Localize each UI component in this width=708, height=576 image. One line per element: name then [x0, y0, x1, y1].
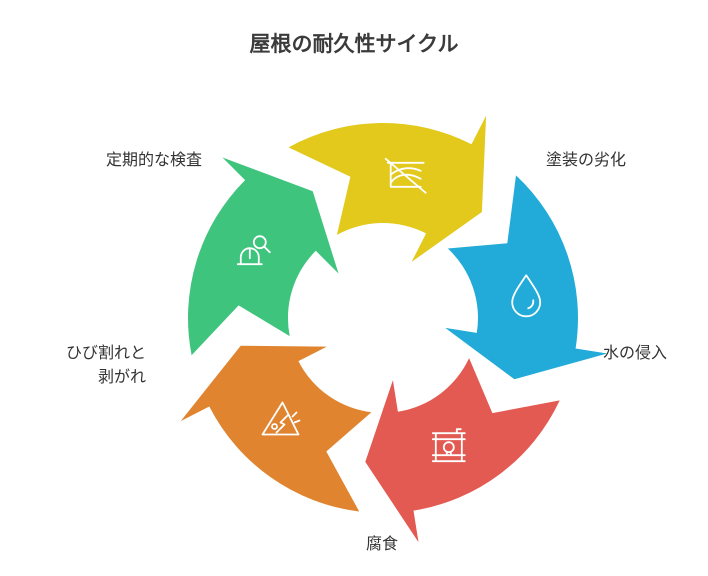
stage-label-cracking-line1: ひび割れと — [66, 343, 147, 362]
diagram-title: 屋根の耐久性サイクル — [249, 32, 459, 56]
stage-label-water-intrusion: 水の侵入 — [603, 343, 668, 362]
segment-paint — [288, 115, 487, 262]
water-drop-icon — [511, 274, 542, 318]
segment-inspection — [188, 157, 339, 356]
segment-water — [445, 175, 608, 380]
crack-warning-icon — [261, 401, 301, 436]
inspection-helmet-icon — [236, 235, 271, 266]
stage-label-inspection: 定期的な検査 — [106, 150, 203, 169]
corrosion-barrel-icon — [431, 428, 466, 463]
stage-label-corrosion: 腐食 — [366, 534, 399, 553]
stage-label-cracking-line2: 剥がれ — [98, 367, 147, 386]
stage-label-paint-deterioration: 塗装の劣化 — [546, 150, 627, 169]
paint-damage-icon — [384, 157, 427, 194]
